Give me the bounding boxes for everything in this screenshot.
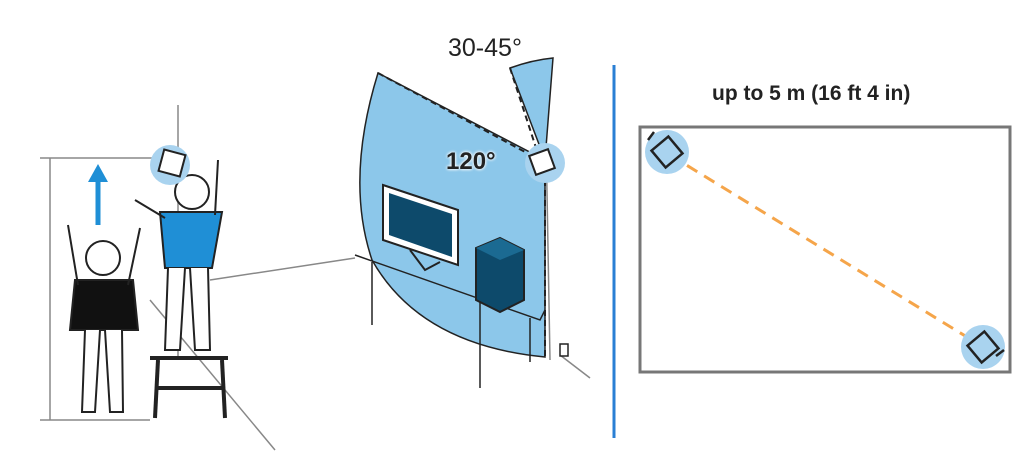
distance-line bbox=[669, 153, 981, 347]
base-station-2 bbox=[961, 325, 1005, 369]
person-short bbox=[67, 224, 141, 413]
pc-tower-icon bbox=[475, 236, 525, 314]
monitor-icon bbox=[382, 183, 459, 272]
max-distance-label: up to 5 m (16 ft 4 in) bbox=[712, 82, 911, 105]
base-station-wall bbox=[525, 143, 569, 357]
step-stool bbox=[150, 356, 228, 419]
tilt-angle-label: 30-45° bbox=[448, 34, 522, 62]
field-of-view-label: 120° bbox=[446, 148, 496, 175]
person-tall bbox=[134, 159, 224, 351]
height-arrow bbox=[88, 164, 108, 225]
desk bbox=[354, 254, 546, 388]
base-station-1 bbox=[645, 130, 689, 174]
base-station-held bbox=[150, 145, 190, 185]
